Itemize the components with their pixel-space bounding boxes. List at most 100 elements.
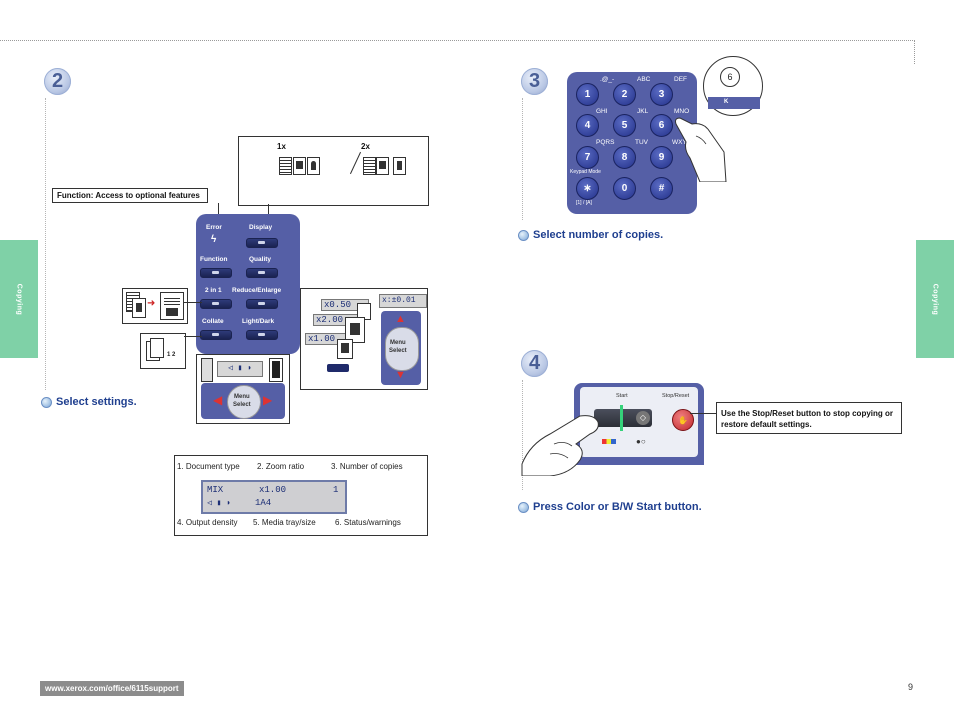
key-letters-9: WXYZ [672,139,691,146]
quality-label: Quality [249,256,272,263]
collate-button[interactable] [200,330,232,340]
collate-pages-label: 1 2 [167,352,176,358]
bullet-icon [41,396,52,408]
arrow-down-icon: ▼ [395,369,406,381]
collate-leader [184,336,202,337]
start-diamond-icon: ◇ [636,411,650,425]
key-star[interactable]: ∗ [576,177,599,200]
function-button[interactable] [200,268,232,278]
display-label: Display [249,224,273,231]
menu-label: Menu [390,340,406,346]
density-scale-icon: ◁ ▮ ◗ [217,361,263,377]
key-8[interactable]: 8 [613,146,636,169]
color-indicator-icon [602,439,616,444]
quality-divider [349,151,362,175]
step-2-rule [45,98,46,390]
finger-hand-icon [670,112,730,183]
start-led [620,405,623,431]
key-6[interactable]: 6 [650,114,673,137]
lcd-label-status: 6. Status/warnings [335,518,401,527]
error-icon: ϟ [211,234,217,245]
key-5[interactable]: 5 [613,114,636,137]
collate-illustration: 1 2 [140,333,186,369]
key-9[interactable]: 9 [650,146,673,169]
two-in-one-illustration: ➜ [122,288,188,324]
callout-stop-reset: Use the Stop/Reset button to stop copyin… [716,402,902,434]
reduce-enlarge-label: Reduce/Enlarge [232,287,282,294]
lcd-label-density: 4. Output density [177,518,238,527]
density-select-label: Select [233,402,251,408]
key-letters-3: DEF [674,76,687,83]
step-3-badge: 3 [521,68,548,95]
lcd-zoom: x1.00 [259,485,287,495]
key-letters-5: JKL [637,108,649,115]
step-3-caption: Select number of copies. [518,229,663,241]
step-3-rule [522,98,523,220]
combined-page-icon [160,292,184,320]
density-nav-pad: Menu Select ◀ ▶ [201,383,285,419]
lcd-label-doc-type: 1. Document type [177,462,240,471]
large-page-icon [345,317,365,343]
light-page-icon [201,358,213,382]
lcd-label-media: 5. Media tray/size [253,518,316,527]
key-0[interactable]: 0 [613,177,636,200]
lcd-copies: 1 [333,485,339,495]
key-letters-4: GHI [596,108,608,115]
stop-label: Stop/Reset [662,393,690,399]
lcd-media: 1A4 [255,498,272,508]
zoom-key-6: 6 [720,67,740,87]
key-2[interactable]: 2 [613,83,636,106]
res-standard-icon [363,157,376,175]
top-rule-tick [914,40,915,64]
keypad-mode-label: Keypad Mode [570,169,601,175]
footer-url[interactable]: www.xerox.com/office/6115support [40,681,184,696]
stop-callout-leader [690,413,716,414]
lcd-density-icon: ◁ ▮ ◗ [207,499,232,508]
menu-select-dial[interactable]: Menu Select [385,327,419,371]
lcd-label-zoom: 2. Zoom ratio [257,462,305,471]
callout-function: Function: Access to optional features [52,188,208,203]
res-photo-icon [393,157,406,175]
two-in-one-label: 2 in 1 [205,287,222,294]
two-in-one-leader [184,302,202,303]
doc-mixed-icon [293,157,306,175]
key-1[interactable]: 1 [576,83,599,106]
normal-page-icon [337,339,353,359]
side-tab-left: Copying [0,240,38,358]
callout-quality: 1x 2x [238,136,429,206]
key-7[interactable]: 7 [576,146,599,169]
stop-reset-button[interactable]: ✋ [672,409,694,431]
lcd-doc-type: MIX [207,485,224,495]
page-b-icon [132,298,146,318]
key-letters-7: PQRS [596,139,615,146]
page-number: 9 [908,682,914,692]
density-menu-select[interactable]: Menu Select [227,385,261,419]
side-tab-right: Copying [916,240,954,358]
key-letters-8: TUV [635,139,648,146]
key-hash[interactable]: # [650,177,673,200]
doc-photo-icon [307,157,320,175]
quality-1x-label: 1x [277,142,286,151]
key-4[interactable]: 4 [576,114,599,137]
light-dark-button[interactable] [246,330,278,340]
collate-label: Collate [202,318,224,325]
lcd-legend-box: 1. Document type 2. Zoom ratio 3. Number… [174,455,428,536]
density-menu-label: Menu [234,394,250,400]
display-button[interactable] [246,238,278,248]
two-in-one-button[interactable] [200,299,232,309]
step-2-caption: Select settings. [41,396,137,408]
key-letters-2: ABC [637,76,651,83]
bullet-icon [518,229,529,241]
key-letters-6: MNO [674,108,690,115]
arrow-left-icon: ◀ [213,393,223,407]
arrow-right-icon: ➜ [147,298,156,309]
zoom-nav-pad: Menu Select ▲ ▼ [381,311,421,385]
quality-button[interactable] [246,268,278,278]
key-3[interactable]: 3 [650,83,673,106]
start-panel-face: Start Stop/Reset ◇ ✋ ●○ [580,387,698,457]
step-2-badge: 2 [44,68,71,95]
lcd-screen: MIX x1.00 1 ◁ ▮ ◗ 1A4 [201,480,347,514]
key-letters-1: .@_- [600,76,615,83]
zoom-panel-strip: K [708,97,760,109]
reduce-enlarge-button[interactable] [246,299,278,309]
